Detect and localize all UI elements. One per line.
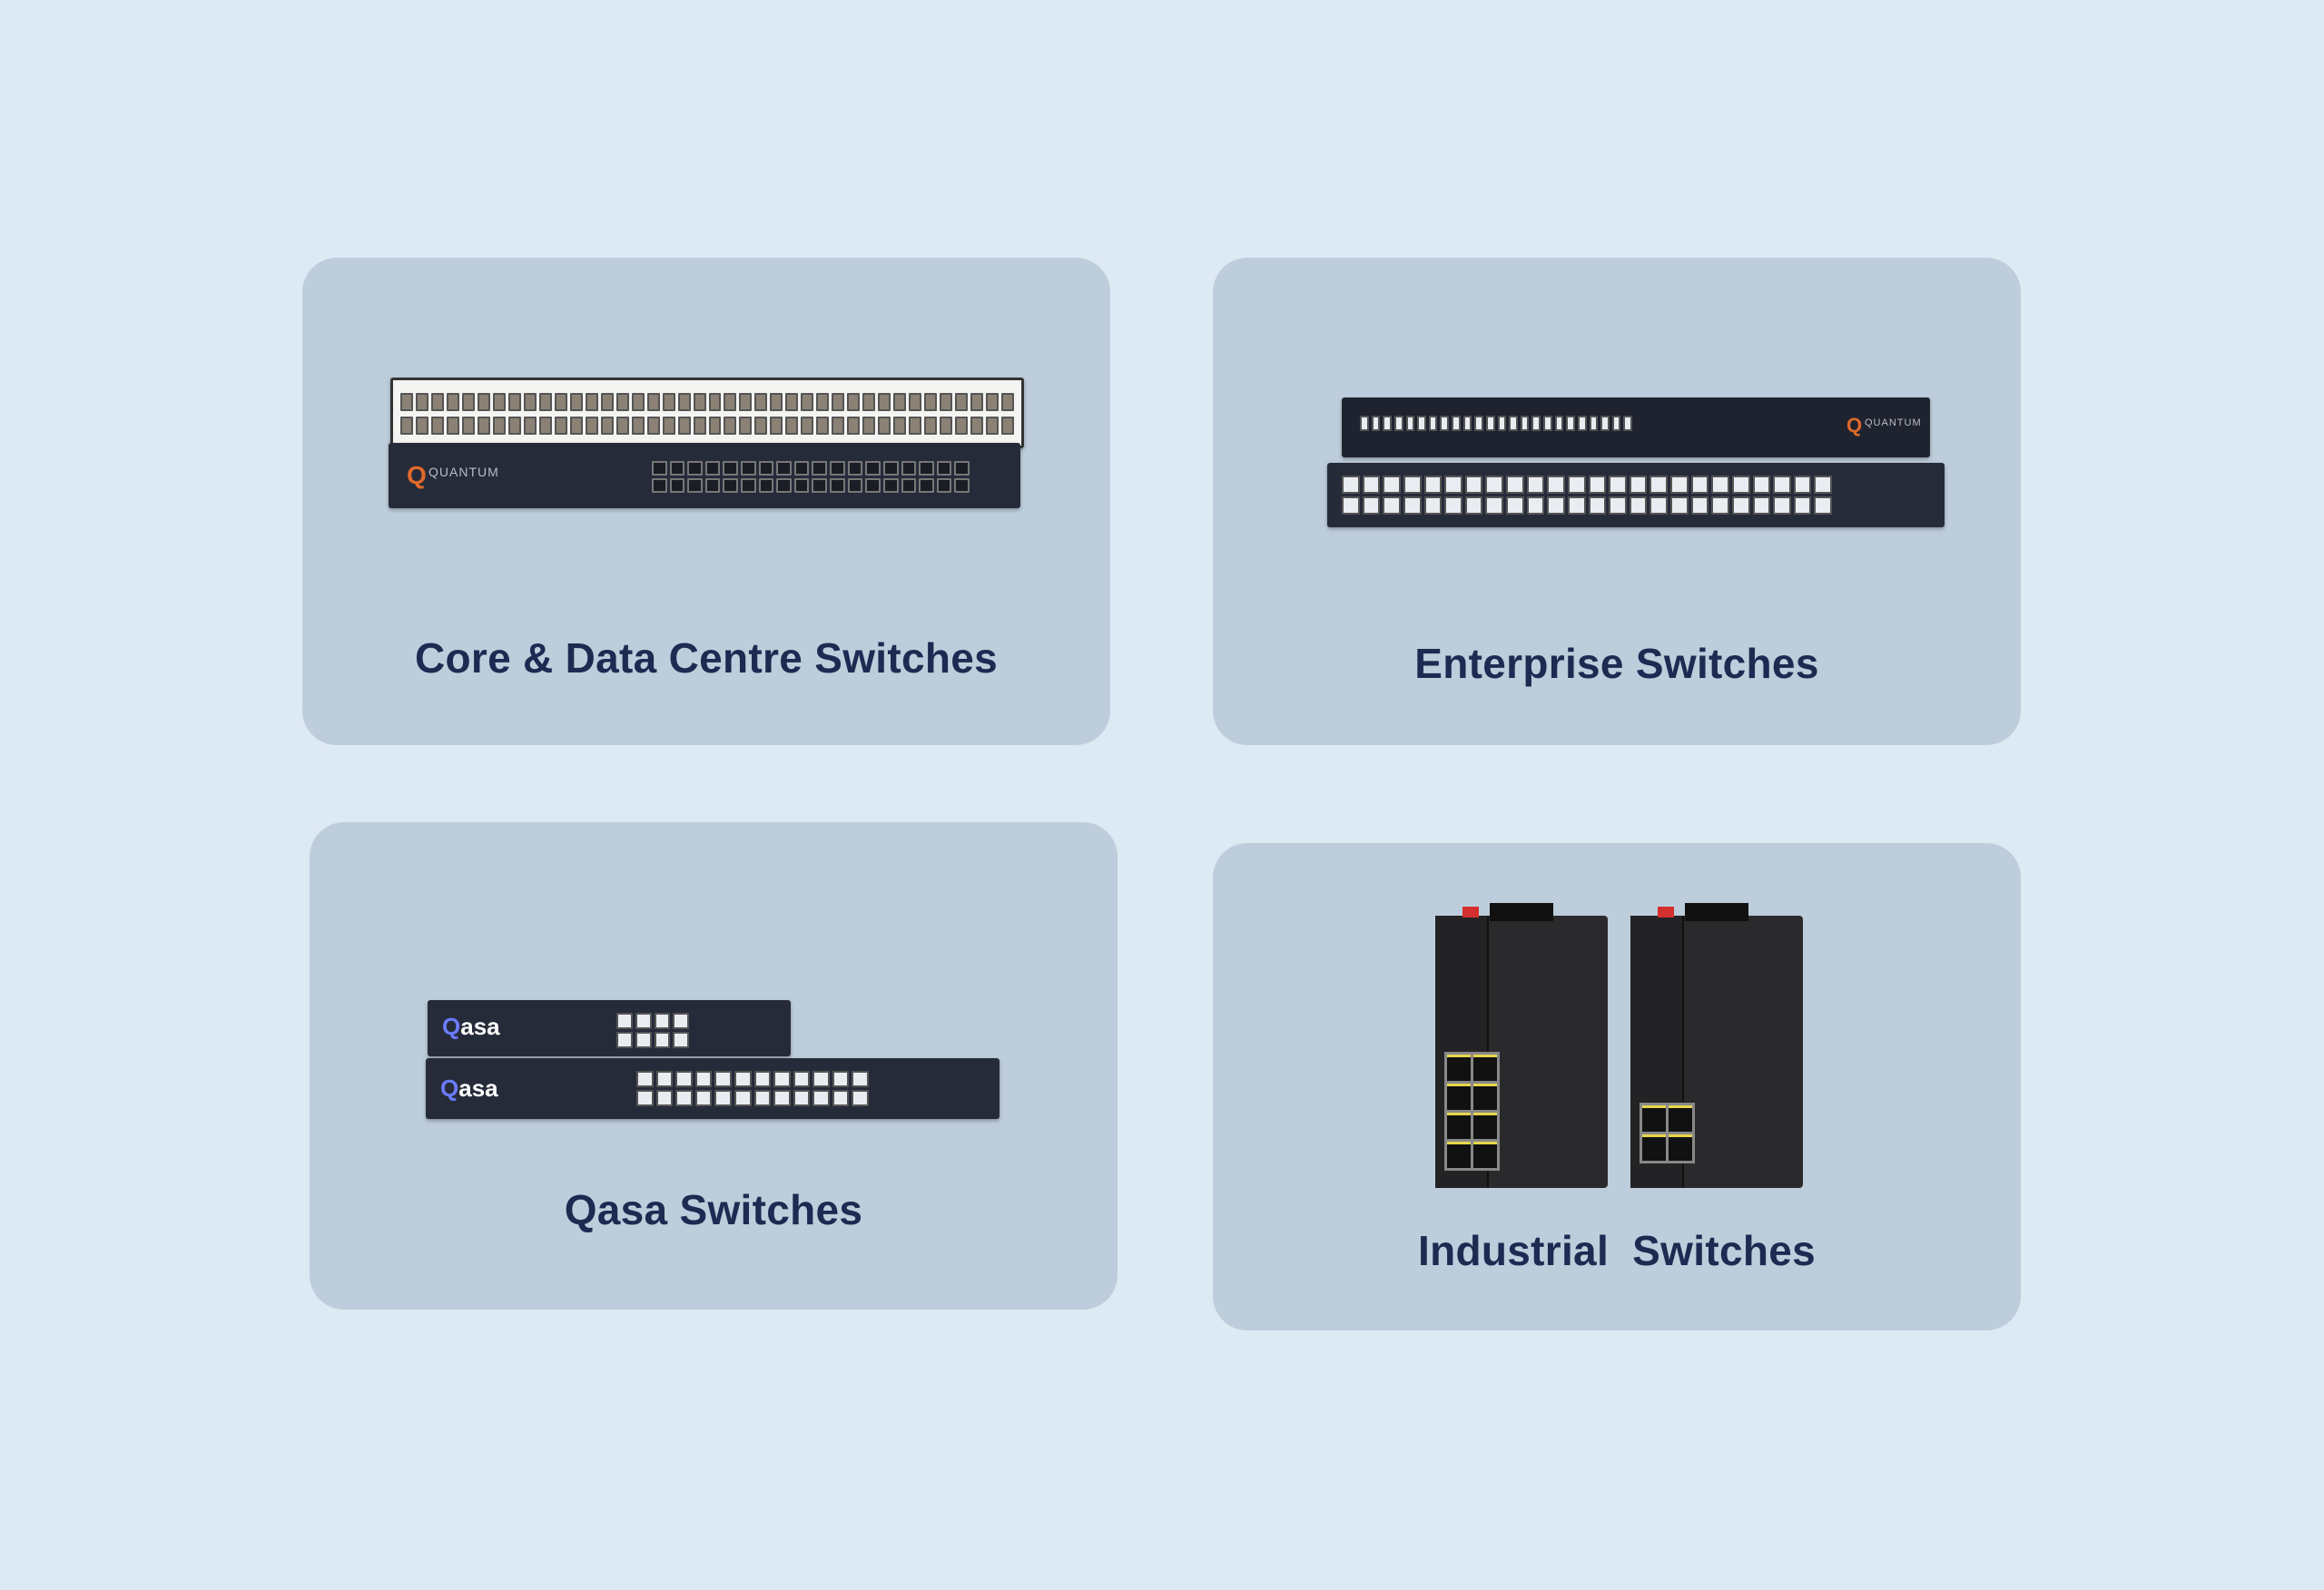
qasa-logo: Qasa (440, 1075, 498, 1102)
quantum-logo-icon: Q (407, 461, 427, 489)
quantum-logo-icon: Q (1846, 414, 1863, 437)
core-switch-image: Q QUANTUM (389, 378, 1024, 508)
card-title[interactable]: Core & Data Centre Switches (414, 634, 999, 682)
category-card-qasa[interactable]: Qasa Qasa Qasa Switches (310, 822, 1118, 1310)
industrial-switch-image (1435, 903, 1808, 1194)
qasa-logo: Qasa (442, 1013, 500, 1040)
category-card-core-data-centre[interactable]: Q QUANTUM Core & Data Centre Switches (302, 258, 1110, 745)
qasa-switch-image: Qasa Qasa (426, 1000, 1000, 1119)
card-title[interactable]: Enterprise Switches (1414, 640, 1819, 687)
category-card-enterprise[interactable]: Q QUANTUM Enterprise Switches (1213, 258, 2021, 745)
enterprise-switch-image: Q QUANTUM (1327, 398, 1945, 527)
category-card-industrial[interactable]: Industrial Switches (1213, 843, 2021, 1330)
card-title[interactable]: Industrial Switches (1418, 1227, 1816, 1274)
quantum-logo-text: QUANTUM (1865, 417, 1922, 428)
card-title[interactable]: Qasa Switches (564, 1186, 863, 1233)
quantum-logo-text: QUANTUM (428, 465, 499, 479)
